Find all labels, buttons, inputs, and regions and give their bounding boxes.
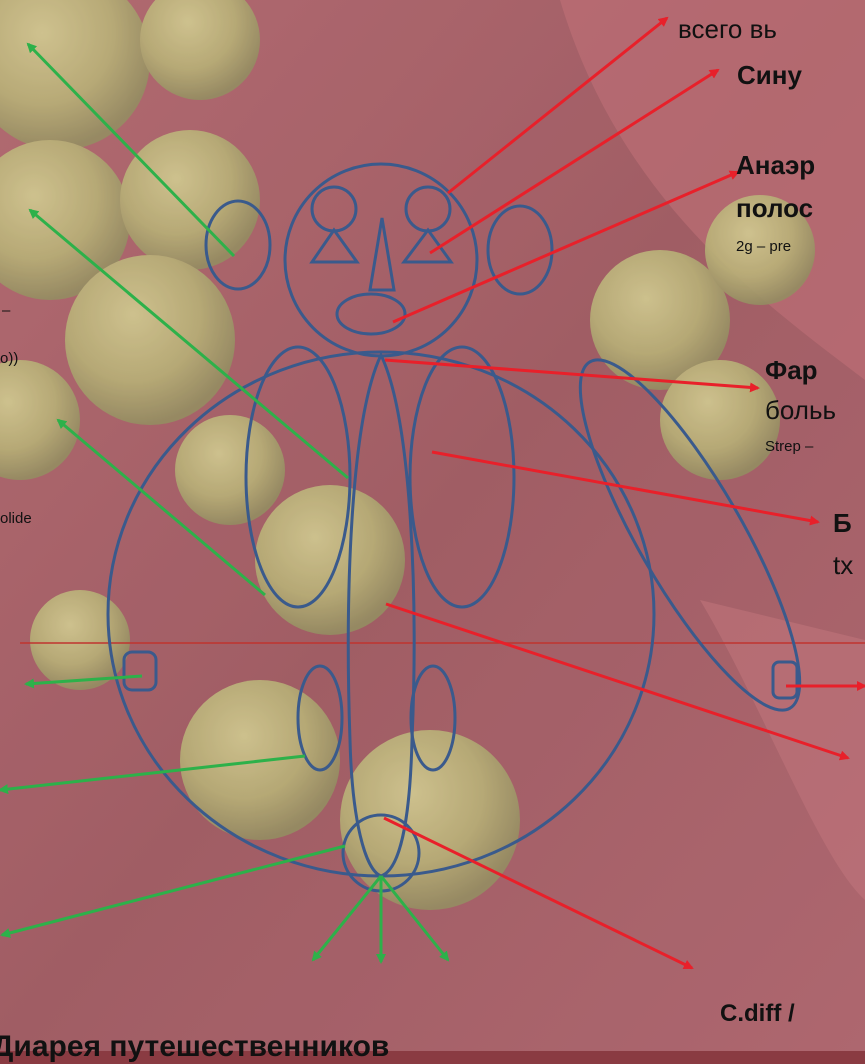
label-pharynx-1: Фар — [765, 355, 818, 386]
lung-right — [410, 347, 514, 607]
eye-left — [312, 187, 356, 231]
arrow-lung-left — [58, 420, 265, 595]
eye-right — [406, 187, 450, 231]
arrow-pharynx — [385, 360, 758, 388]
label-left-1: – — [2, 302, 10, 319]
kidney-right — [411, 666, 455, 770]
label-left-2: o)) — [0, 350, 18, 367]
arrow-down-right — [381, 876, 448, 960]
arrow-eyes-to-top — [448, 18, 667, 193]
label-left-3: olide — [0, 510, 32, 527]
central-column — [348, 355, 414, 876]
label-anaerobes-2: полос — [736, 193, 813, 224]
label-anaerobes-1: Анаэр — [736, 150, 815, 181]
arrow-ear-left — [28, 44, 234, 256]
label-bronchi-2: tx — [833, 550, 853, 581]
ear-left — [206, 201, 270, 289]
body-outline — [108, 352, 654, 876]
arrow-sinus — [430, 70, 718, 253]
kidney-left — [298, 666, 342, 770]
label-top-right-1: всего вь — [678, 14, 777, 45]
eye-right-triangle — [404, 230, 451, 262]
eye-left-triangle — [312, 230, 357, 262]
label-cdiff: C.diff / — [720, 1000, 795, 1028]
arrow-cdiff — [384, 818, 692, 968]
label-pharynx-2: больь — [765, 395, 836, 426]
arrow-kidney-left — [0, 756, 305, 790]
hand-right — [773, 662, 797, 698]
label-sinus: Сину — [737, 60, 802, 91]
arrow-pelvis-left — [2, 846, 345, 935]
label-bronchi-1: Б — [833, 508, 852, 539]
arrow-down-left — [313, 876, 381, 960]
hand-left — [124, 652, 156, 690]
nose — [370, 218, 394, 290]
label-pharynx-3: Strep – — [765, 438, 813, 455]
lung-left — [246, 347, 350, 607]
ear-right — [488, 206, 552, 294]
arrow-lung-right — [432, 452, 818, 522]
mouth — [337, 294, 405, 334]
label-travelers-diarrhea: Диарея путешественников — [0, 1030, 389, 1064]
label-anaerobes-3: 2g – pre — [736, 238, 791, 255]
